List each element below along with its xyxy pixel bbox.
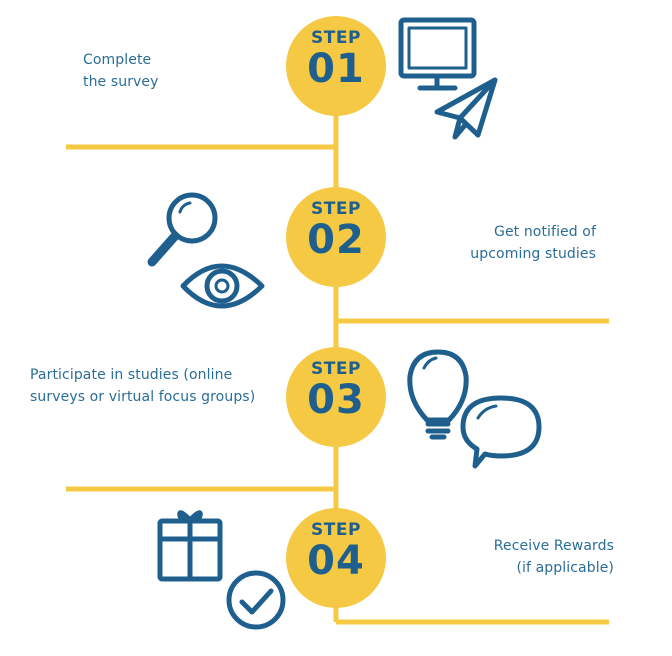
checkmark-circle-icon	[226, 570, 286, 630]
step-4-word: STEP	[311, 520, 361, 540]
paper-plane-icon	[434, 77, 498, 140]
step-3-circle	[286, 347, 386, 447]
gift-icon	[157, 510, 223, 582]
lightbulb-icon	[407, 349, 469, 440]
eye-icon	[180, 263, 265, 309]
magnifier-icon	[147, 192, 218, 267]
monitor-icon	[398, 17, 477, 91]
speech-bubble-icon	[460, 395, 542, 469]
step-4-number: 04	[307, 538, 365, 584]
step-3-description: Participate in studies (online surveys o…	[30, 367, 256, 405]
step-4-circle	[286, 508, 386, 608]
step-2-word: STEP	[311, 199, 361, 219]
step-1-description: Complete the survey	[83, 52, 159, 90]
step-3-word: STEP	[311, 359, 361, 379]
step-2-description: Get notified of upcoming studies	[470, 224, 596, 262]
step-1-number: 01	[307, 46, 365, 92]
step-1-circle	[286, 16, 386, 116]
step-2-number: 02	[307, 217, 365, 263]
step-3-number: 03	[307, 377, 365, 423]
step-2-circle	[286, 187, 386, 287]
step-1-word: STEP	[311, 28, 361, 48]
step-4-description: Receive Rewards (if applicable)	[493, 538, 614, 576]
